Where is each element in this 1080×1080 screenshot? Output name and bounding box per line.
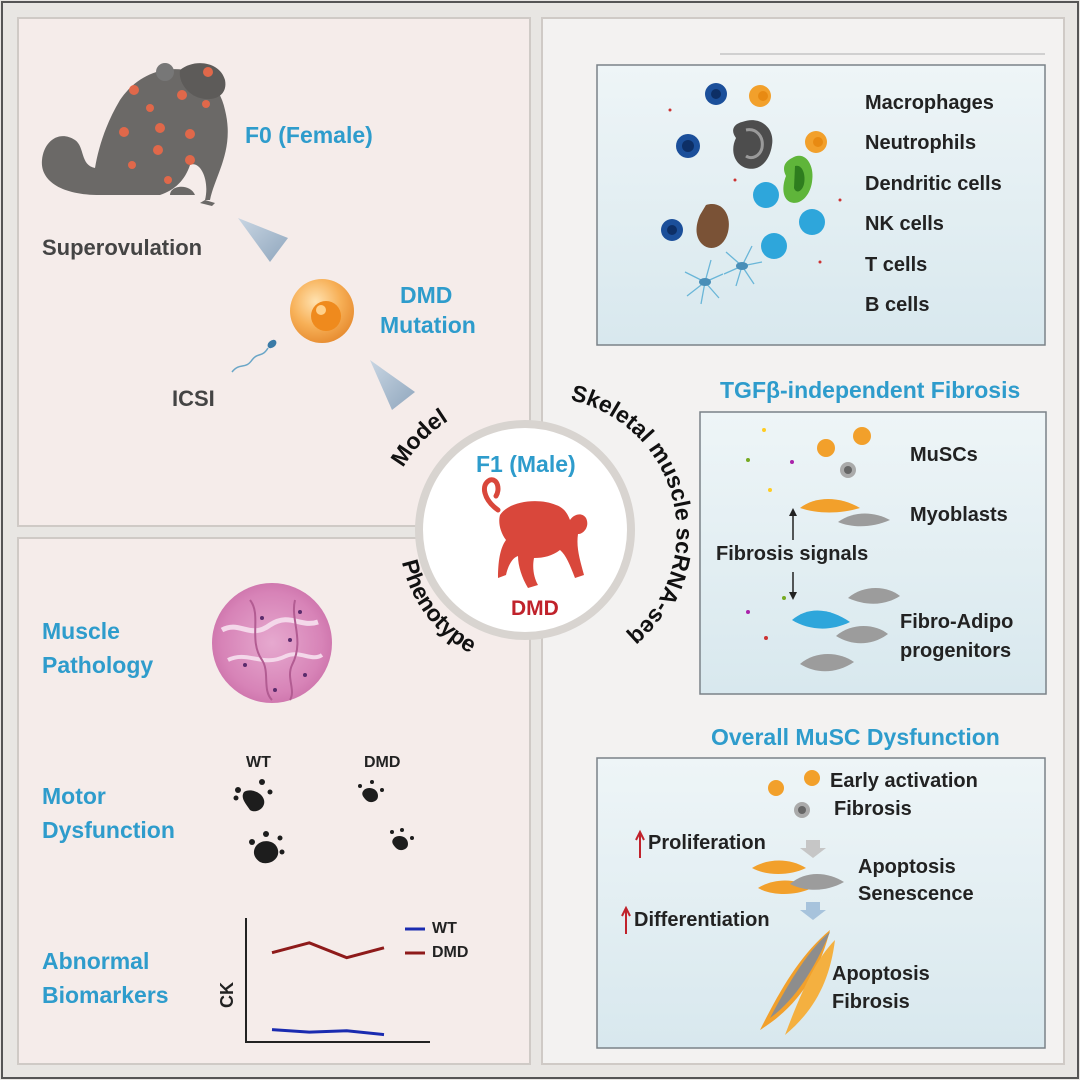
muscle-histology-image (212, 583, 332, 703)
muscle-pathology-label-2: Pathology (42, 652, 154, 678)
fibrosis-label-2: Fibrosis (832, 991, 910, 1013)
arrow-down-head (789, 592, 797, 600)
ck-chart-axes (245, 918, 430, 1043)
dmd-mutation-label-2: Mutation (380, 312, 476, 338)
immune-label-neutrophils: Neutrophils (865, 132, 977, 154)
superovulation-label: Superovulation (42, 235, 203, 260)
motor-label-1: Motor (42, 783, 106, 809)
fibrosis-signals-label: Fibrosis signals (716, 543, 869, 565)
fibrosis-title: TGFβ-independent Fibrosis (720, 377, 1021, 403)
panel-model (17, 17, 531, 527)
immune-label-macrophages: Macrophages (865, 92, 994, 114)
apoptosis-label-1: Apoptosis (858, 856, 956, 878)
apoptosis-label-2: Apoptosis (832, 963, 930, 985)
arrow-up-differentiation (621, 905, 631, 934)
motor-label-2: Dysfunction (42, 817, 175, 843)
fibrosis-box (699, 411, 1047, 695)
immune-label-dendritic: Dendritic cells (865, 173, 1002, 195)
arrow-to-f1 (370, 360, 415, 410)
muscle-pathology-label-1: Muscle (42, 618, 120, 644)
dysfunction-title: Overall MuSC Dysfunction (711, 724, 1000, 750)
fap-label-2: progenitors (900, 640, 1012, 662)
fap-label-1: Fibro-Adipo (900, 611, 1014, 633)
f0-label: F0 (Female) (245, 122, 373, 148)
differentiation-label: Differentiation (634, 909, 770, 931)
ck-line-wt (271, 1028, 385, 1037)
dysfunction-box (596, 757, 1046, 1049)
fibrosis-label-1: Fibrosis (834, 798, 912, 820)
immune-label-b: B cells (865, 294, 930, 316)
oocyte-icon (290, 279, 354, 343)
f1-dmd-label: DMD (511, 597, 559, 620)
arrow-down-blue (800, 902, 826, 920)
immune-label-nk: NK cells (865, 213, 944, 235)
legend-wt-label: WT (432, 920, 457, 937)
muscs-label: MuSCs (910, 444, 978, 466)
early-activation-label: Early activation (830, 770, 978, 792)
immune-label-t: T cells (865, 254, 928, 276)
sperm-icon (231, 339, 277, 373)
footprint-wt-label: WT (246, 754, 271, 771)
legend-dmd-label: DMD (432, 944, 469, 961)
immune-cells-box (596, 64, 1046, 346)
footprint-dmd-label: DMD (364, 754, 401, 771)
arrow-down-grey (800, 840, 826, 858)
arrow-up-proliferation (635, 829, 645, 858)
arrow-superovulation (238, 218, 288, 262)
proliferation-label: Proliferation (648, 832, 766, 854)
biomarkers-label-2: Biomarkers (42, 982, 169, 1008)
footprint-icon (233, 779, 414, 864)
f0-monkey-icon (41, 63, 228, 206)
myoblasts-label: Myoblasts (910, 504, 1008, 526)
arrow-up-head (789, 508, 797, 516)
senescence-label: Senescence (858, 883, 974, 905)
ck-chart-series (271, 941, 385, 1037)
icsi-label: ICSI (172, 386, 215, 411)
ck-line-dmd (271, 941, 385, 960)
f1-monkey-icon (481, 477, 588, 588)
dysfunction-cell-illustrations (752, 770, 844, 1035)
immune-cell-illustrations (661, 83, 842, 305)
f1-label: F1 (Male) (476, 451, 576, 477)
ck-axis-label: CK (217, 982, 237, 1008)
biomarkers-label-1: Abnormal (42, 948, 150, 974)
fibrosis-cell-illustrations (746, 427, 900, 672)
dmd-mutation-label-1: DMD (400, 282, 453, 308)
